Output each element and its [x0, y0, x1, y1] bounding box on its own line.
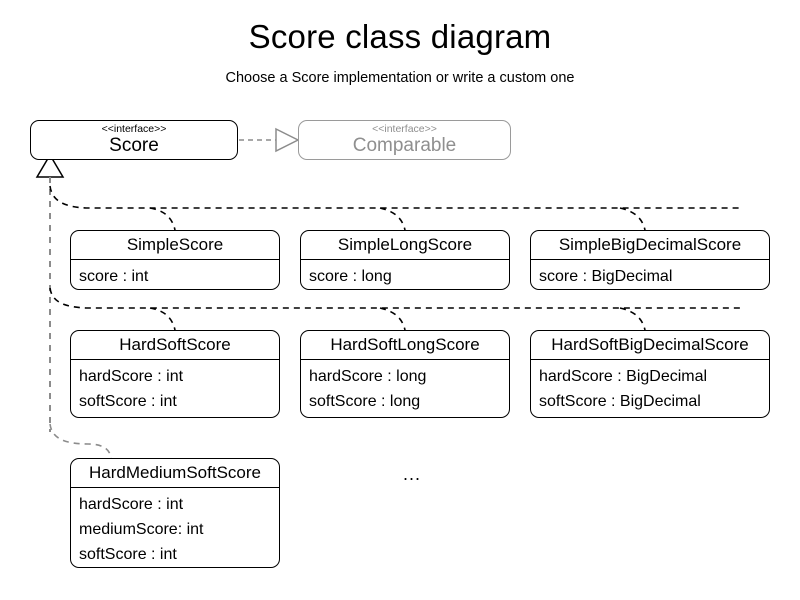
- class-name: HardSoftScore: [71, 331, 279, 360]
- more-classes-ellipsis: ...: [403, 464, 422, 484]
- class-name: HardSoftBigDecimalScore: [531, 331, 769, 360]
- class-name: SimpleScore: [71, 231, 279, 260]
- attribute-item: hardScore : long: [309, 368, 427, 385]
- generalization-drops-row2: [149, 307, 646, 331]
- class-box-simple-score[interactable]: SimpleScore score : int: [70, 230, 280, 290]
- stereotype-label: <<interface>>: [372, 123, 437, 136]
- attribute-item: softScore : int: [79, 546, 177, 563]
- attribute-item: mediumScore: int: [79, 521, 204, 538]
- class-box-simple-long-score[interactable]: SimpleLongScore score : long: [300, 230, 510, 290]
- stereotype-label: <<interface>>: [101, 123, 167, 136]
- attribute-list: hardScore : int softScore : int: [71, 360, 279, 417]
- generalization-branch-row2: [49, 287, 740, 309]
- attribute-item: score : BigDecimal: [539, 268, 673, 285]
- attribute-list: score : long: [301, 260, 509, 289]
- attribute-item: hardScore : BigDecimal: [539, 368, 708, 385]
- attribute-item: softScore : long: [309, 393, 421, 410]
- class-name: SimpleLongScore: [301, 231, 509, 260]
- generalization-branch-bottom: [49, 423, 112, 459]
- attribute-list: hardScore : long softScore : long: [301, 360, 509, 417]
- page-subtitle: Choose a Score implementation or write a…: [225, 70, 575, 86]
- attribute-item: hardScore : int: [79, 368, 184, 385]
- interface-name: Score: [109, 135, 159, 157]
- class-box-hard-soft-long-score[interactable]: HardSoftLongScore hardScore : long softS…: [300, 330, 510, 418]
- class-name: HardMediumSoftScore: [71, 459, 279, 488]
- interface-name: Comparable: [352, 135, 457, 157]
- attribute-list: score : BigDecimal: [531, 260, 769, 289]
- attribute-list: hardScore : BigDecimal softScore : BigDe…: [531, 360, 769, 417]
- generalization-branch-row1: [49, 185, 740, 209]
- attribute-item: hardScore : int: [79, 496, 184, 513]
- attribute-item: softScore : int: [79, 393, 177, 410]
- interface-box-comparable[interactable]: <<interface>> Comparable: [298, 120, 511, 160]
- page-title: Score class diagram: [248, 18, 552, 55]
- interface-box-score[interactable]: <<interface>> Score: [30, 120, 238, 160]
- class-box-hard-soft-score[interactable]: HardSoftScore hardScore : int softScore …: [70, 330, 280, 418]
- class-name: SimpleBigDecimalScore: [531, 231, 769, 260]
- attribute-item: softScore : BigDecimal: [539, 393, 701, 410]
- realization-score-comparable: [239, 127, 300, 153]
- generalization-drops-row1: [149, 207, 646, 231]
- attribute-list: hardScore : int mediumScore: int softSco…: [71, 488, 279, 567]
- class-box-hard-soft-big-decimal-score[interactable]: HardSoftBigDecimalScore hardScore : BigD…: [530, 330, 770, 418]
- attribute-item: score : int: [79, 268, 149, 285]
- class-name: HardSoftLongScore: [301, 331, 509, 360]
- class-box-hard-medium-soft-score[interactable]: HardMediumSoftScore hardScore : int medi…: [70, 458, 280, 568]
- class-box-simple-big-decimal-score[interactable]: SimpleBigDecimalScore score : BigDecimal: [530, 230, 770, 290]
- hollow-triangle-arrowhead: [275, 127, 300, 153]
- attribute-item: score : long: [309, 268, 392, 285]
- attribute-list: score : int: [71, 260, 279, 289]
